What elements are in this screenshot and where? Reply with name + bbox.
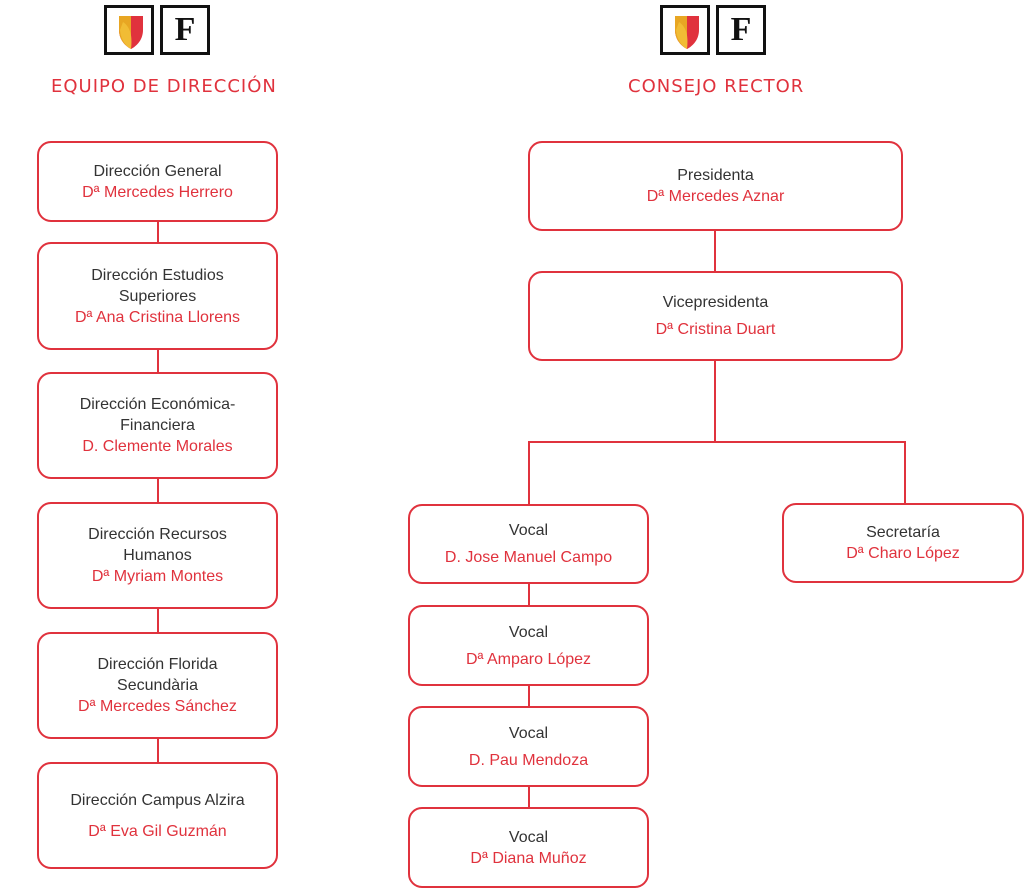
logo-letter: F (160, 5, 210, 55)
box-role: Vocal (508, 828, 549, 846)
box-person: Dª Mercedes Herrero (82, 183, 233, 201)
box-role: Humanos (123, 547, 192, 564)
box-role: Secretaría (866, 524, 940, 541)
org-box-direccion-rrhh: Dirección Recursos Humanos Dª Myriam Mon… (37, 502, 278, 609)
florida-logo-left: F (104, 5, 210, 55)
box-role: Vocal (508, 623, 549, 641)
box-person: D. Clemente Morales (82, 438, 233, 455)
shield-frame (104, 5, 154, 55)
box-person: Dª Myriam Montes (91, 568, 224, 585)
connector-line (157, 221, 159, 243)
box-role: Superiores (118, 287, 197, 305)
org-box-vocal-1: Vocal D. Jose Manuel Campo (408, 504, 649, 584)
box-role: Vicepresidenta (662, 294, 769, 311)
box-role: Dirección Florida (97, 656, 218, 673)
org-box-direccion-economica: Dirección Económica- Financiera D. Cleme… (37, 372, 278, 479)
org-box-vocal-3: Vocal D. Pau Mendoza (408, 706, 649, 787)
box-person: Dª Mercedes Aznar (646, 188, 785, 205)
box-person: Dª Diana Muñoz (470, 849, 587, 867)
shield-frame (660, 5, 710, 55)
box-person: Dª Ana Cristina Llorens (74, 308, 241, 326)
connector-line (528, 786, 530, 808)
box-role: Financiera (120, 417, 195, 434)
org-box-direccion-general: Dirección General Dª Mercedes Herrero (37, 141, 278, 222)
box-person: D. Pau Mendoza (468, 751, 589, 769)
box-person: Dª Cristina Duart (655, 321, 776, 338)
connector-line (528, 685, 530, 707)
box-role: Presidenta (677, 167, 754, 184)
connector-line (528, 583, 530, 606)
connector-line (528, 441, 906, 443)
org-box-direccion-estudios: Dirección Estudios Superiores Dª Ana Cri… (37, 242, 278, 350)
box-person: Dª Mercedes Sánchez (78, 698, 237, 715)
box-role: Dirección General (93, 162, 222, 180)
connector-line (157, 738, 159, 763)
shield-icon (675, 16, 699, 49)
box-role: Dirección Económica- (79, 396, 236, 413)
connector-line (157, 478, 159, 503)
box-role: Dirección Recursos (88, 526, 227, 543)
org-box-vocal-2: Vocal Dª Amparo López (408, 605, 649, 686)
org-box-direccion-campus-alzira: Dirección Campus Alzira Dª Eva Gil Guzmá… (37, 762, 278, 869)
org-box-vocal-4: Vocal Dª Diana Muñoz (408, 807, 649, 888)
box-person: Dª Amparo López (465, 650, 592, 668)
logo-letter: F (716, 5, 766, 55)
connector-line (714, 360, 716, 442)
org-box-secretaria: Secretaría Dª Charo López (782, 503, 1024, 583)
org-box-vicepresidenta: Vicepresidenta Dª Cristina Duart (528, 271, 903, 361)
shield-icon (119, 16, 143, 49)
left-section-title: EQUIPO DE DIRECCIÓN (51, 76, 277, 97)
box-role: Dirección Campus Alzira (70, 791, 245, 809)
box-role: Vocal (508, 724, 549, 742)
org-box-presidenta: Presidenta Dª Mercedes Aznar (528, 141, 903, 231)
florida-logo-right: F (660, 5, 766, 55)
right-section-title: CONSEJO RECTOR (628, 76, 805, 97)
box-role: Dirección Estudios (91, 266, 224, 284)
box-person: D. Jose Manuel Campo (444, 549, 613, 566)
org-box-direccion-florida-secundaria: Dirección Florida Secundària Dª Mercedes… (37, 632, 278, 739)
connector-line (904, 441, 906, 504)
connector-line (157, 349, 159, 373)
box-role: Vocal (508, 522, 549, 539)
box-person: Dª Eva Gil Guzmán (88, 822, 227, 840)
box-person: Dª Charo López (846, 545, 960, 562)
box-role: Secundària (117, 677, 198, 694)
connector-line (157, 608, 159, 633)
connector-line (714, 230, 716, 272)
connector-line (528, 441, 530, 505)
